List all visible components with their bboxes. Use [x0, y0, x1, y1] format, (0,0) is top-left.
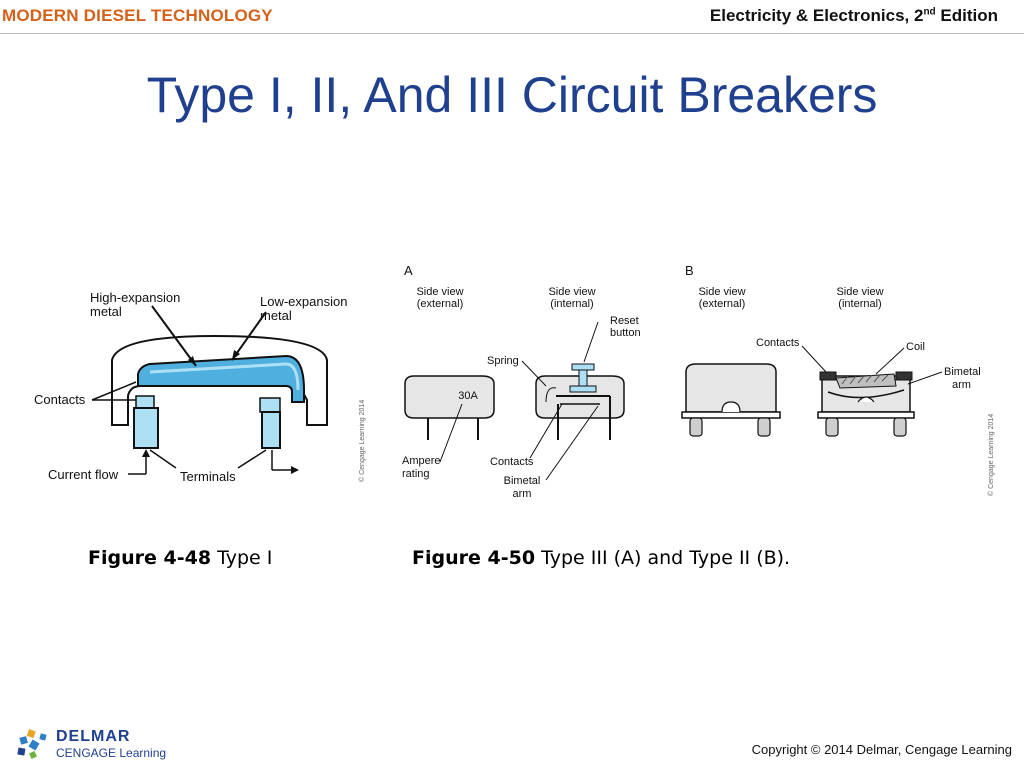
label-contacts-a: Contacts — [490, 456, 534, 468]
label-a-int-2: (internal) — [550, 298, 593, 310]
label-spring: Spring — [487, 355, 519, 367]
logo-text-cengage: CENGAGE Learning — [56, 746, 167, 760]
logo-mark-icon — [17, 729, 47, 759]
left-terminal — [133, 407, 159, 449]
label-b-ext-1: Side view — [698, 286, 745, 298]
delmar-cengage-logo: DELMAR CENGAGE Learning — [16, 728, 186, 764]
label-a-ext-1: Side view — [416, 286, 463, 298]
label-ampere-1: Ampere — [402, 455, 441, 467]
coil-winding — [835, 373, 897, 389]
label-high-expansion-2: metal — [90, 304, 122, 319]
label-a-int-1: Side view — [548, 286, 595, 298]
label-b-ext-2: (external) — [699, 298, 745, 310]
label-reset-2: button — [610, 327, 641, 339]
course-title: MODERN DIESEL TECHNOLOGY — [2, 6, 273, 25]
label-part-a: A — [404, 263, 413, 278]
label-part-b: B — [685, 263, 694, 278]
label-bimetal-b-1: Bimetal — [944, 366, 981, 378]
figure-4-50-diagram: A B Side view (external) 30A Ampere rati… — [402, 263, 995, 500]
slide-title: Type I, II, And III Circuit Breakers — [146, 67, 878, 123]
label-terminals: Terminals — [180, 469, 236, 484]
label-bimetal-a-2: arm — [513, 488, 532, 500]
credit-figure-4-50: © Cengage Learning 2014 — [987, 414, 995, 496]
label-current-flow: Current flow — [48, 467, 119, 482]
rating-value: 30A — [458, 390, 478, 402]
label-reset-1: Reset — [610, 315, 639, 327]
figure-4-48-diagram: High-expansion metal Low-expansion metal… — [34, 290, 366, 484]
label-b-int-1: Side view — [836, 286, 883, 298]
reset-button-base — [569, 385, 597, 393]
label-contacts-b: Contacts — [756, 337, 800, 349]
bimetal-highlight — [149, 362, 300, 391]
copyright-notice: Copyright © 2014 Delmar, Cengage Learnin… — [751, 742, 1012, 757]
label-ampere-2: rating — [402, 468, 430, 480]
label-bimetal-a-1: Bimetal — [504, 475, 541, 487]
type3-external-body — [404, 375, 495, 419]
right-terminal — [261, 411, 281, 449]
credit-figure-4-48: © Cengage Learning 2014 — [358, 400, 366, 482]
bimetal-strip — [137, 354, 305, 403]
header-divider — [0, 33, 1024, 34]
reset-button-stem — [578, 369, 588, 389]
logo-text-delmar: DELMAR — [56, 728, 131, 745]
reset-button-cap — [571, 363, 595, 371]
book-title: Electricity & Electronics, 2nd Edition — [709, 6, 998, 25]
label-bimetal-b-2: arm — [952, 379, 971, 391]
label-a-ext-2: (external) — [417, 298, 463, 310]
label-low-expansion-1: Low-expansion — [260, 294, 347, 309]
type2-external-body — [685, 363, 777, 413]
label-high-expansion-1: High-expansion — [90, 290, 180, 305]
caption-figure-4-50: Figure 4-50 Type III (A) and Type II (B)… — [412, 547, 791, 569]
label-b-int-2: (internal) — [838, 298, 881, 310]
label-low-expansion-2: metal — [260, 308, 292, 323]
label-contacts: Contacts — [34, 392, 86, 407]
caption-figure-4-48: Figure 4-48 Type I — [88, 547, 273, 569]
label-coil: Coil — [906, 341, 925, 353]
